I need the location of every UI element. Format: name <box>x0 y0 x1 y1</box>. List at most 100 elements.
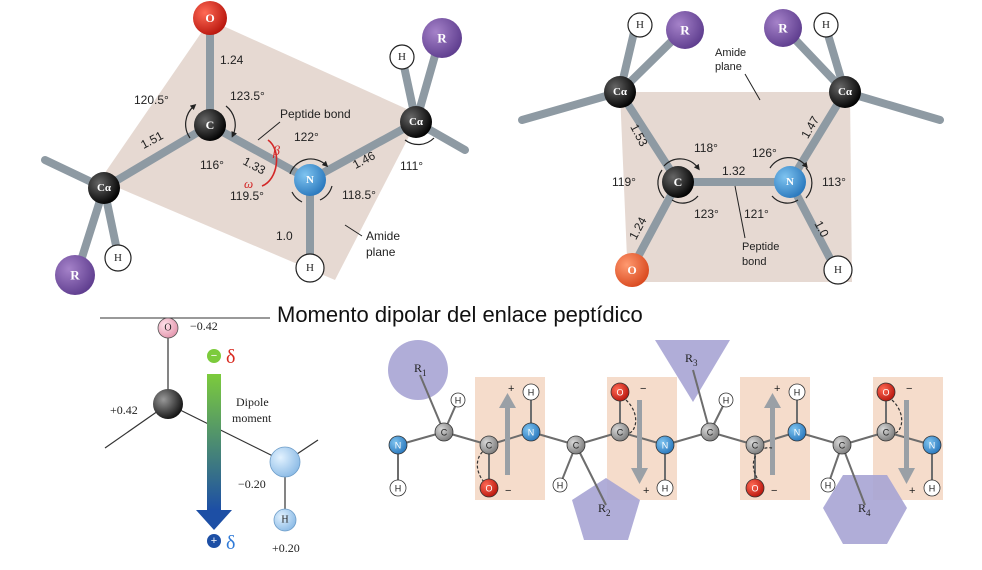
svg-text:C: C <box>674 175 683 189</box>
angle-111: 111° <box>400 159 423 173</box>
dipole-nitrogen <box>269 446 301 478</box>
charge-plus-3: + <box>774 383 780 395</box>
svg-text:H: H <box>662 484 669 494</box>
svg-text:H: H <box>723 396 730 406</box>
carbonyl-carbon-atom-right: C <box>662 166 694 198</box>
chain-atom-o-16: O <box>876 382 896 402</box>
r1-shape <box>388 340 448 400</box>
svg-text:C: C <box>206 118 215 132</box>
charge-minus-4: − <box>906 383 912 395</box>
svg-text:N: N <box>662 441 669 451</box>
svg-text:δ: δ <box>226 346 235 368</box>
chain-atom-c-1: C <box>434 422 454 442</box>
svg-text:H: H <box>306 262 314 274</box>
amide-dipole-arrows <box>499 393 915 484</box>
dipole-moment-label-1: Dipole <box>236 395 269 409</box>
hydrogen-atom-r2: H <box>813 12 839 38</box>
svg-text:C: C <box>617 428 624 438</box>
charge-plus-1: + <box>508 383 514 395</box>
chain-atom-c-11: C <box>876 422 896 442</box>
r1-label: R1 <box>414 361 427 378</box>
svg-text:Cα: Cα <box>838 86 853 98</box>
svg-text:H: H <box>528 388 535 398</box>
chain-atom-c-5: C <box>610 422 630 442</box>
dipole-arrowhead <box>196 510 232 530</box>
hydrogen-atom-r1: H <box>627 12 653 38</box>
chain-atom-c-10: C <box>832 435 852 455</box>
svg-text:δ: δ <box>226 532 235 554</box>
svg-text:N: N <box>528 428 535 438</box>
chain-atom-n-9: N <box>787 422 807 442</box>
chain-atom-n-3: N <box>521 422 541 442</box>
charge-carbon: +0.42 <box>110 403 138 417</box>
svg-text:R: R <box>70 268 80 283</box>
delta-minus-marker: − δ <box>207 346 235 368</box>
angle-122: 122° <box>294 130 319 144</box>
dipole-carbon <box>153 389 183 419</box>
svg-text:H: H <box>557 481 564 491</box>
chain-atom-h-18: H <box>450 392 466 408</box>
angle-113: 113° <box>822 175 846 189</box>
svg-text:O: O <box>751 484 758 494</box>
svg-text:C: C <box>752 441 759 451</box>
r-group-atom-r1: R <box>666 11 704 49</box>
r4-shape <box>823 475 907 544</box>
omega-label: ω <box>244 176 253 191</box>
charge-plus-2: + <box>643 485 649 497</box>
chain-atom-h-21: H <box>656 479 674 497</box>
hydrogen-atom-r3: H <box>823 255 853 285</box>
alpha-carbon-atom-left: Cα <box>88 172 120 204</box>
amide-label: Amide <box>366 229 400 243</box>
charge-nitrogen: −0.20 <box>238 477 266 491</box>
chain-atom-o-14: O <box>610 382 630 402</box>
carbonyl-carbon-atom: C <box>194 109 226 141</box>
alpha-carbon-atom-right: Cα <box>400 106 432 138</box>
svg-text:C: C <box>441 428 448 438</box>
chain-atom-h-25: H <box>923 479 941 497</box>
chain-atom-h-20: H <box>552 477 568 493</box>
svg-text:H: H <box>825 481 832 491</box>
charge-hydrogen: +0.20 <box>272 541 300 555</box>
omega-rotation-mark <box>261 139 278 187</box>
chain-atom-o-15: O <box>745 478 765 498</box>
r4-label: R4 <box>858 501 871 518</box>
svg-text:H: H <box>114 252 122 264</box>
nitrogen-atom-right: N <box>774 166 806 198</box>
svg-text:N: N <box>306 174 314 186</box>
svg-text:H: H <box>395 484 402 494</box>
chain-atom-c-4: C <box>566 435 586 455</box>
amide-label-right: Amide <box>715 47 746 59</box>
angle-118: 118° <box>694 141 718 155</box>
svg-text:C: C <box>486 441 493 451</box>
amide-plane-right <box>620 92 852 282</box>
charge-oxygen: −0.42 <box>190 319 218 333</box>
svg-text:R: R <box>680 23 690 38</box>
svg-text:O: O <box>205 11 214 25</box>
dipole-moment-arrow <box>207 374 221 510</box>
r-group-atom-r2: R <box>764 9 802 47</box>
r-group-atom-upper: R <box>422 18 462 58</box>
chain-atom-c-7: C <box>700 422 720 442</box>
angle-119: 119° <box>612 175 636 189</box>
r2-shape <box>572 478 640 540</box>
chain-atom-n-12: N <box>922 435 942 455</box>
angle-126: 126° <box>752 146 777 160</box>
chain-atom-h-22: H <box>718 392 734 408</box>
chain-atom-h-17: H <box>389 479 407 497</box>
svg-text:+: + <box>211 535 217 547</box>
angle-118-5: 118.5° <box>342 188 376 202</box>
angle-120-5: 120.5° <box>134 93 169 107</box>
angle-123-5: 123.5° <box>230 89 265 103</box>
chain-atom-c-8: C <box>745 435 765 455</box>
dipole-panel: O H −0.42 +0.42 −0.20 +0.20 − δ + δ Dipo… <box>100 317 319 555</box>
svg-text:R: R <box>778 21 788 36</box>
chain-atom-c-2: C <box>479 435 499 455</box>
bond-length-132: 1.32 <box>722 164 746 178</box>
svg-text:N: N <box>786 176 794 188</box>
svg-text:H: H <box>834 264 842 276</box>
dipole-oxygen: O <box>157 317 179 339</box>
beta-label: β <box>272 144 280 159</box>
charge-minus-1: − <box>505 485 511 497</box>
